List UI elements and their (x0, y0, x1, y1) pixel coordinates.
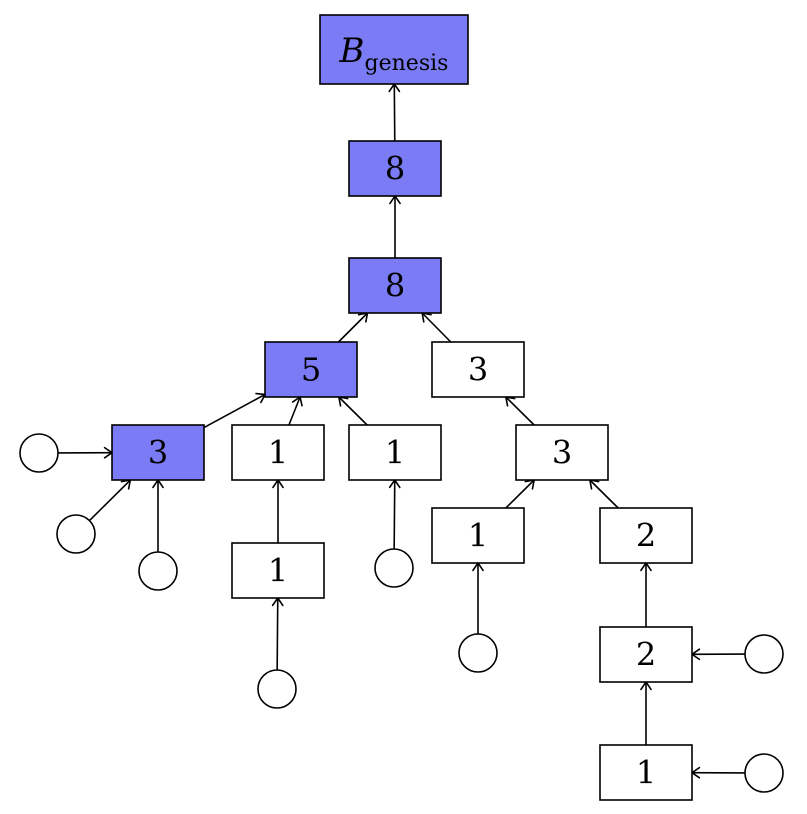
block-box (111, 424, 205, 481)
edge-line (505, 396, 535, 426)
leaf-node-c5 (374, 548, 414, 588)
block-box (264, 341, 358, 398)
block-b5: 5 (264, 341, 358, 398)
edge-b2b-to-b2a (640, 562, 652, 627)
block-b1d: 1 (431, 507, 525, 564)
edge-c2-to-b3l (88, 479, 132, 522)
block-label: 8 (385, 150, 405, 188)
block-label: 1 (268, 552, 288, 590)
block-label: 5 (301, 351, 321, 389)
leaf-node-c7 (744, 634, 784, 674)
block-b3r: 3 (431, 341, 525, 398)
block-b3l: 3 (111, 424, 205, 481)
genesis-label: Bgenesis (339, 31, 449, 76)
edge-c7-to-b2b (691, 648, 746, 661)
block-b1b: 1 (348, 424, 442, 481)
nodes-layer: Bgenesis 8 8 5 3 3 1 1 3 1 1 2 2 1 (19, 14, 784, 801)
leaf-node-c2 (56, 514, 96, 554)
edge-line (393, 479, 396, 550)
leaf-node-c8 (744, 753, 784, 793)
edge-line (505, 479, 535, 509)
edge-line (276, 597, 279, 671)
edge-b8b-to-b8a (389, 195, 401, 258)
edge-c3-to-b3l (152, 479, 164, 552)
block-box (231, 542, 325, 599)
edges-layer (57, 83, 746, 779)
block-label: 2 (636, 636, 656, 674)
edge-c6-to-b1d (472, 562, 484, 634)
block-box (231, 424, 325, 481)
edge-c4-to-b1c (271, 597, 284, 671)
block-box (431, 507, 525, 564)
block-b2a: 2 (599, 507, 693, 564)
edge-c5-to-b1b (388, 479, 401, 550)
block-box (348, 257, 442, 314)
block-box (348, 424, 442, 481)
edge-b1b-to-b5 (338, 396, 368, 426)
edge-line (88, 479, 131, 522)
edge-line (203, 393, 266, 429)
block-b1e: 1 (599, 744, 693, 801)
edge-c1-to-b3l (57, 446, 113, 459)
edge-line (338, 396, 368, 426)
edge-b2a-to-b3m (589, 479, 619, 509)
edge-line (589, 479, 619, 509)
edge-b1d-to-b3m (505, 479, 535, 509)
block-b1a: 1 (231, 424, 325, 481)
genesis-block: Bgenesis (319, 14, 469, 85)
leaf-node-c4 (257, 669, 297, 709)
leaf-node-c6 (458, 633, 498, 673)
block-box (515, 424, 609, 481)
edge-b3m-to-b3r (505, 396, 535, 426)
block-b3m: 3 (515, 424, 609, 481)
edge-c8-to-b1e (691, 766, 746, 779)
block-box (348, 140, 442, 197)
edge-b3r-to-b8b (421, 312, 452, 343)
leaf-node-c1 (19, 433, 59, 473)
block-label: 1 (468, 517, 488, 555)
block-b8b: 8 (348, 257, 442, 314)
edge-line (421, 312, 452, 343)
block-label: 8 (385, 267, 405, 305)
block-label: 1 (636, 754, 656, 792)
edge-b5-to-b8b (337, 312, 369, 343)
edge-b3l-to-b5 (203, 392, 266, 429)
edge-line (288, 396, 301, 426)
block-label: 1 (385, 434, 405, 472)
leaf-node-c3 (138, 551, 178, 591)
block-box (599, 744, 693, 801)
block-b1c: 1 (231, 542, 325, 599)
block-box (431, 341, 525, 398)
block-b8a: 8 (348, 140, 442, 197)
edge-b1a-to-b5 (288, 396, 303, 426)
edge-line (337, 312, 369, 343)
block-label: 3 (148, 434, 168, 472)
block-label: 1 (268, 434, 288, 472)
edge-b1c-to-b1a (272, 479, 284, 543)
edge-b8a-to-genesis (388, 83, 401, 142)
block-label: 3 (468, 351, 488, 389)
block-box (599, 507, 693, 564)
block-label: 3 (552, 434, 572, 472)
block-b2b: 2 (599, 626, 693, 683)
block-label: 2 (636, 517, 656, 555)
block-box (599, 626, 693, 683)
edge-b1e-to-b2b (640, 681, 652, 745)
